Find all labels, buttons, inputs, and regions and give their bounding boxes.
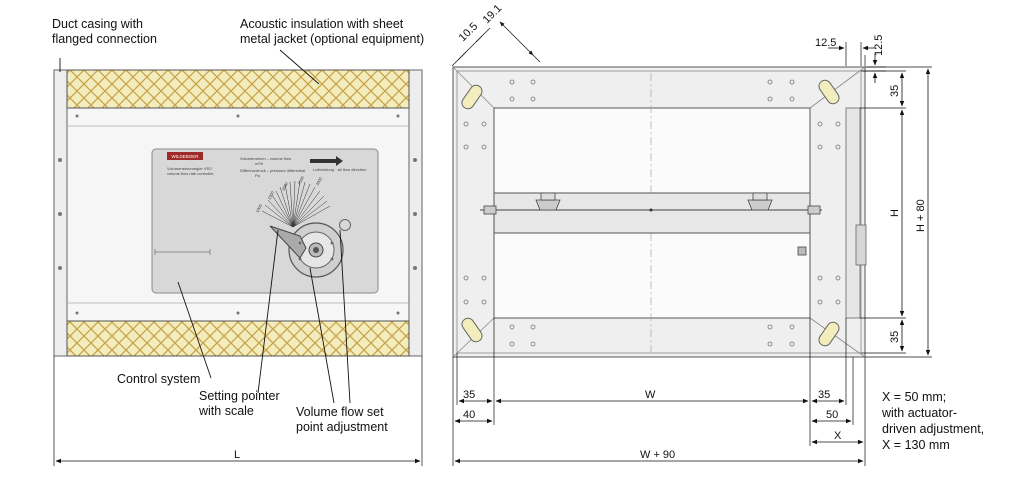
dim-l: L [234, 449, 240, 461]
corner-slots [461, 79, 840, 347]
label-duct-casing-line1: Duct casing with [52, 17, 144, 31]
dim-w-plus-90: W + 90 [640, 449, 675, 461]
side-view: WILDEBOER Volumenstromregler VR2 volume … [53, 49, 423, 466]
dim-x: X [834, 430, 842, 442]
dim-10-5: 10.5 [457, 20, 481, 44]
label-volume-flow-line1: Volume flow set [296, 405, 384, 419]
panel-diff-label: Differenzdruck – pressure differential [240, 168, 305, 173]
front-dimensions [452, 42, 932, 466]
air-flow-arrow-icon [310, 156, 343, 166]
dim-35-left: 35 [463, 389, 475, 401]
label-insulation-line2: metal jacket (optional equipment) [240, 32, 425, 46]
setting-pointer [269, 225, 307, 259]
panel-subtitle: volume flow rate controller [167, 171, 214, 176]
dim-h: H [889, 209, 901, 217]
dim-40: 40 [463, 409, 475, 421]
panel-volume-unit: m³/h [255, 161, 263, 166]
note-line-3: driven adjustment, [882, 422, 985, 436]
panel-arrow-text: Luftrichtung · air flow direction [313, 167, 366, 172]
panel-title: Volumenstromregler VR2 [167, 166, 212, 171]
dim-50: 50 [826, 409, 838, 421]
insulation-bottom [66, 320, 410, 357]
scale-label-2000: 2000 [280, 181, 289, 192]
label-duct-casing-line2: flanged connection [52, 32, 157, 46]
label-duct-casing: Duct casing with flanged connection [52, 17, 157, 47]
label-setting-pointer: Setting pointer with scale [199, 389, 280, 419]
dim-h-plus-80: H + 80 [915, 199, 927, 232]
label-insulation-line1: Acoustic insulation with sheet [240, 17, 404, 31]
label-insulation: Acoustic insulation with sheet metal jac… [240, 17, 424, 47]
note-x-dimension: X = 50 mm; with actuator- driven adjustm… [882, 389, 984, 453]
label-setting-pointer-line1: Setting pointer [199, 389, 280, 403]
dim-12-5-top: 12.5 [815, 37, 836, 49]
label-volume-flow-line2: point adjustment [296, 420, 388, 434]
scale-label-2500: 2500 [296, 175, 305, 186]
note-line-4: X = 130 mm [882, 438, 950, 452]
dim-12-5-right: 12.5 [873, 35, 885, 56]
adjustment-screw [339, 219, 351, 231]
panel-diff-unit: Pa [255, 173, 261, 178]
panel-volume-label: Volumenstrom – volume flow [240, 156, 291, 161]
brand-logo [167, 152, 203, 160]
note-line-1: X = 50 mm; [882, 390, 947, 404]
dim-35-right: 35 [818, 389, 830, 401]
dim-35-bottom: 35 [889, 331, 901, 343]
dim-w: W [645, 389, 656, 401]
scale-label-1500: 1500 [266, 190, 275, 201]
insulation-top [66, 69, 410, 109]
note-line-2: with actuator- [882, 406, 958, 420]
label-volume-flow: Volume flow set point adjustment [296, 405, 388, 435]
scale-label-1000: 1000 [254, 203, 263, 214]
setting-scale: 1000 1500 2000 2500 3000 [254, 175, 331, 228]
dim-35-top: 35 [889, 85, 901, 97]
scale-label-3000: 3000 [314, 176, 323, 187]
actuator-side-plate [845, 107, 861, 319]
label-setting-pointer-line2: with scale [199, 404, 254, 418]
front-view [452, 66, 867, 358]
brand-text: WILDEBOER [171, 154, 199, 159]
label-control-system: Control system [117, 372, 201, 386]
